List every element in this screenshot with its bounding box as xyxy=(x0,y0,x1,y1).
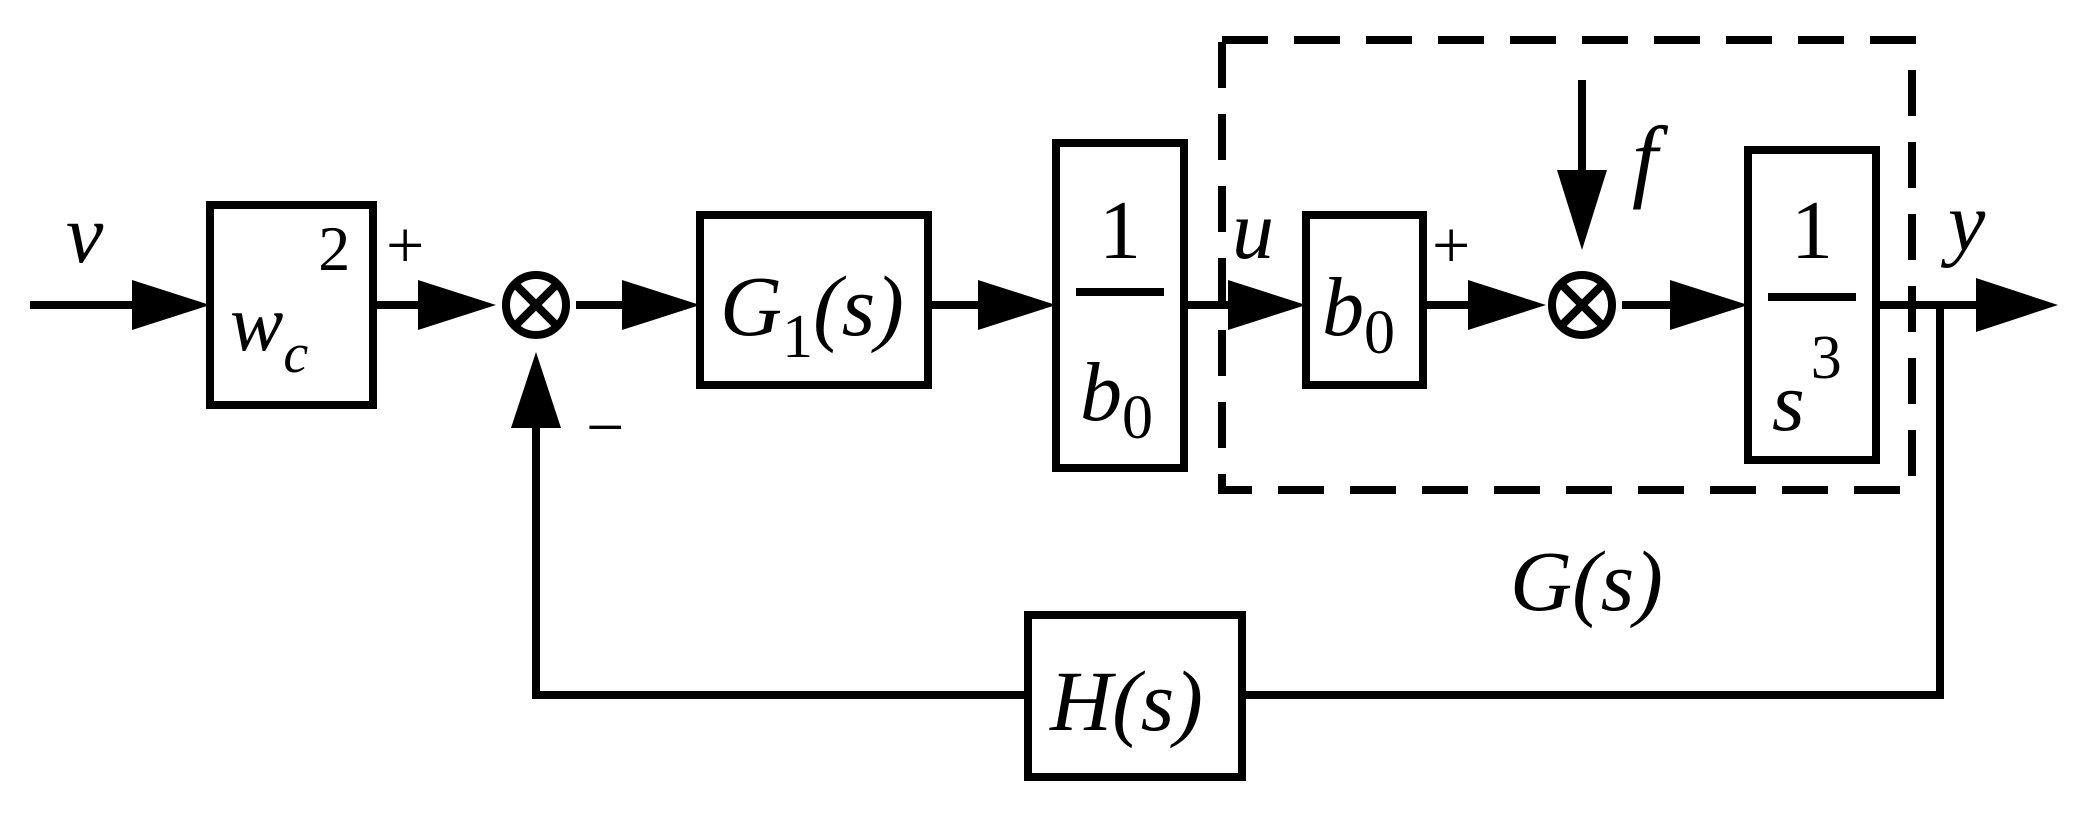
inverse-b0-denominator: b0 xyxy=(1080,346,1153,452)
g1-block-label: G1(s) xyxy=(720,258,904,371)
feedback-block xyxy=(1024,611,1246,781)
plant-group-boundary xyxy=(1218,36,1916,494)
plant-block xyxy=(1744,146,1880,464)
arrow-output xyxy=(1976,278,2058,332)
summing-junction-2 xyxy=(1548,271,1616,339)
input-signal-label: v xyxy=(66,188,104,281)
arrow-into-invb0 xyxy=(978,280,1056,330)
gain-block-label: wc2 xyxy=(230,213,350,385)
inverse-b0-block xyxy=(1052,139,1188,472)
feedback-line-left xyxy=(532,425,1028,699)
arrow-into-sum1 xyxy=(418,280,496,330)
summing-junction-1 xyxy=(502,271,570,339)
output-signal-label: y xyxy=(1940,176,1986,269)
sum1-minus-sign: − xyxy=(586,389,624,465)
feedback-line-right xyxy=(1242,305,1944,699)
arrow-disturbance xyxy=(1557,170,1607,250)
g1-block xyxy=(696,211,932,389)
plant-denominator: s3 xyxy=(1772,324,1842,449)
b0-block-label: b0 xyxy=(1322,261,1395,367)
feedback-block-label: H(s) xyxy=(1049,653,1203,749)
control-signal-label: u xyxy=(1232,184,1274,277)
arrow-into-sum2 xyxy=(1468,280,1546,330)
sum2-plus-sign: + xyxy=(1432,207,1470,283)
b0-block xyxy=(1302,211,1427,389)
arrow-into-b0 xyxy=(1228,280,1306,330)
inverse-b0-numerator: 1 xyxy=(1099,184,1141,277)
arrow-into-gain xyxy=(132,280,210,330)
arrow-into-g1 xyxy=(622,280,700,330)
gain-block xyxy=(206,201,377,409)
plant-numerator: 1 xyxy=(1791,184,1833,277)
disturbance-label: f xyxy=(1632,108,1669,210)
sum1-plus-sign: + xyxy=(386,207,424,283)
arrow-feedback xyxy=(511,352,561,428)
arrow-into-plant xyxy=(1670,280,1748,330)
plant-group-label: G(s) xyxy=(1510,533,1663,629)
